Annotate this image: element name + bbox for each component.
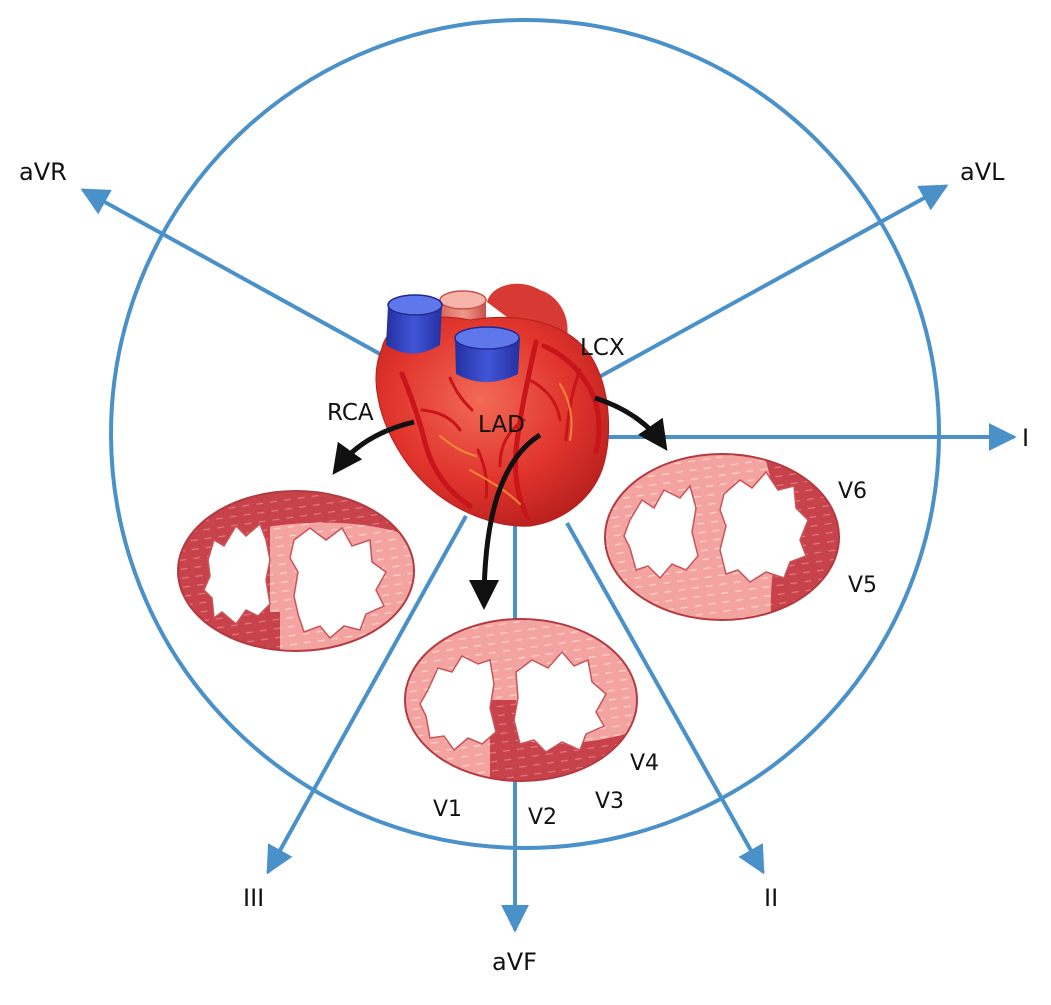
lad-arrow: [469, 432, 542, 610]
precordial-label-v2: V2: [528, 805, 557, 830]
lead-axis-avl: [589, 184, 949, 384]
cross-section-lad: [404, 618, 638, 782]
lead-label-avf: aVF: [492, 948, 537, 976]
heart-illustration: [375, 283, 609, 527]
lcx-arrow: [594, 395, 668, 451]
coronary-arteries: [399, 339, 602, 521]
precordial-label-v6: V6: [838, 479, 867, 504]
lead-label-i: I: [1022, 424, 1029, 452]
lead-label-ii: II: [764, 884, 778, 912]
lead-label-avl: aVL: [960, 158, 1005, 186]
lead-axis-ii: [565, 522, 765, 875]
precordial-label-v5: V5: [848, 573, 877, 598]
cross-section-lcx: [604, 453, 840, 621]
precordial-label-v1: V1: [433, 797, 462, 822]
lead-label-avr: aVR: [19, 158, 67, 186]
lead-axis-avr: [80, 188, 381, 356]
artery-label-lcx: LCX: [580, 335, 625, 361]
heart-body: [375, 316, 609, 527]
precordial-label-v4: V4: [630, 751, 659, 776]
rca-arrow: [332, 419, 415, 475]
artery-label-rca: RCA: [327, 400, 374, 426]
artery-label-lad: LAD: [478, 412, 525, 438]
hexaxial-circle: [109, 18, 941, 850]
lead-axis-iii: [266, 515, 468, 875]
precordial-label-v3: V3: [595, 789, 624, 814]
lead-label-iii: III: [243, 884, 264, 912]
cross-section-rca: [177, 490, 415, 652]
